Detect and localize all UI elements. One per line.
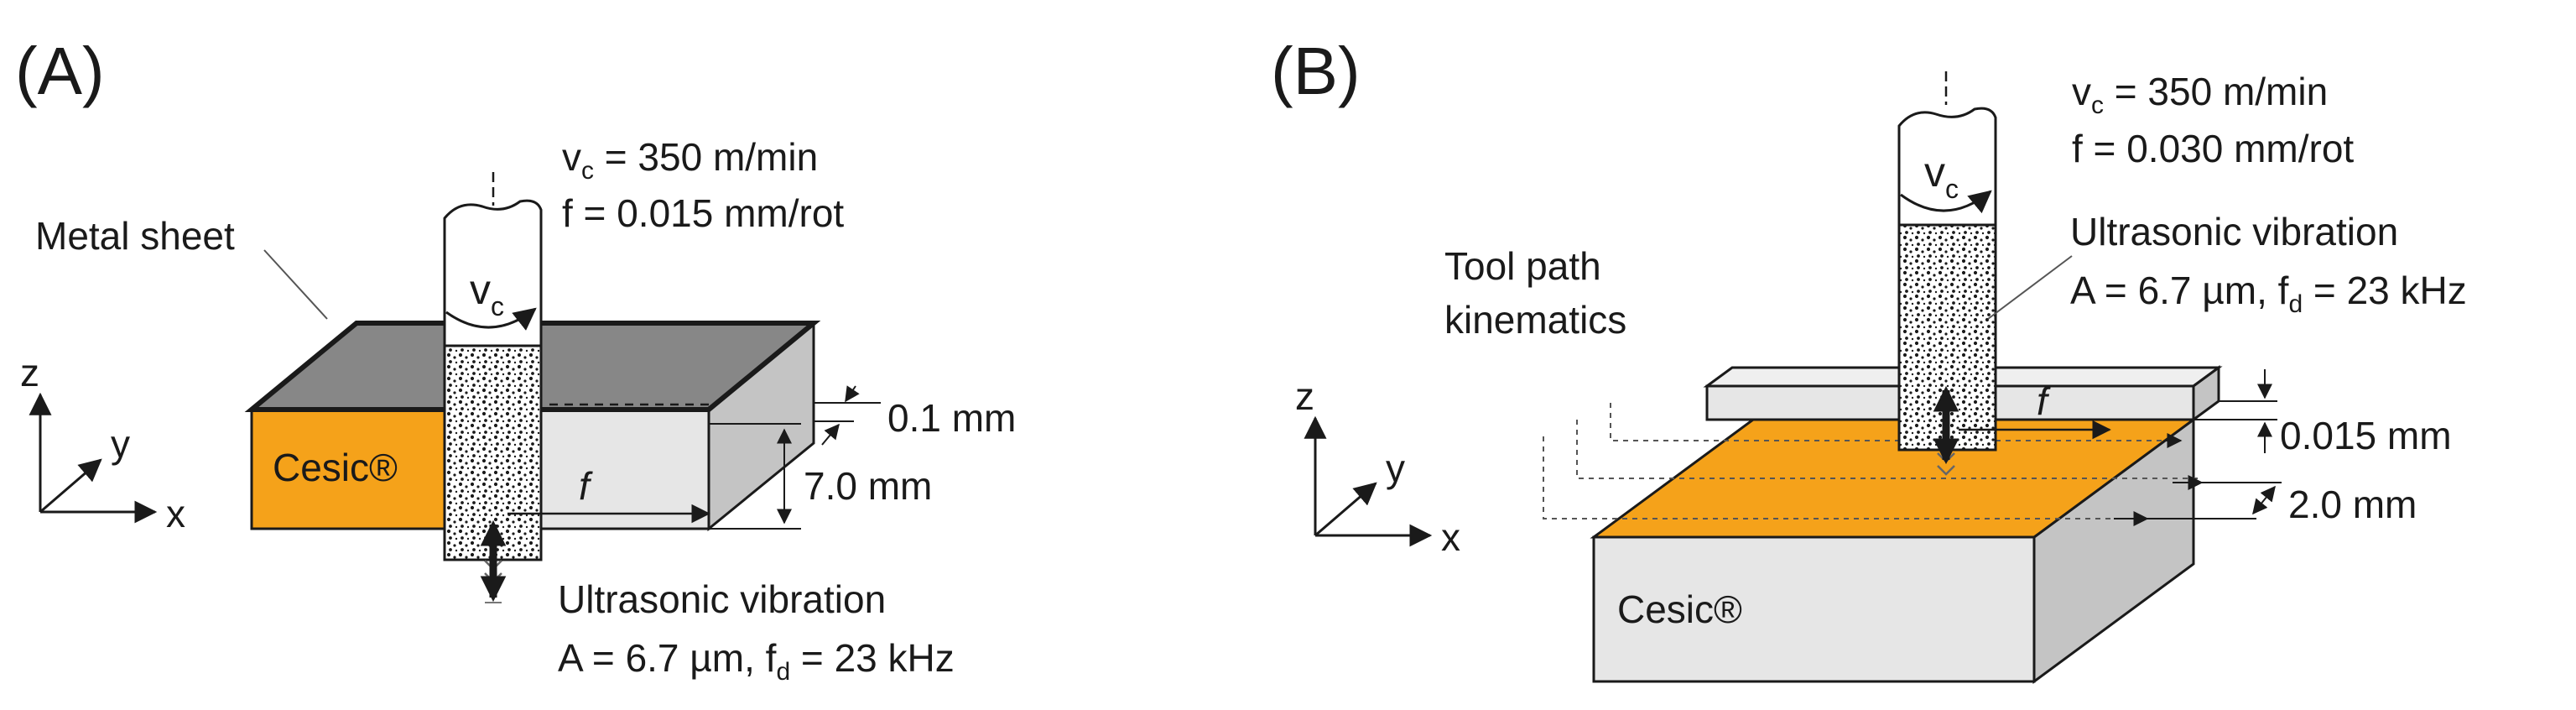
dim-sheet-label: 0.1 mm [887, 396, 1016, 440]
tool-path-3 [1543, 436, 2147, 519]
dim-depth-label: 0.015 mm [2280, 414, 2452, 457]
cesic-label-b: Cesic® [1617, 587, 1742, 631]
axis-y-label-b: y [1386, 446, 1405, 490]
feed-label-b: f [2037, 379, 2051, 423]
axis-y-label-a: y [111, 422, 130, 466]
dim-block-label: 7.0 mm [804, 464, 932, 508]
feed-label-a: f [579, 464, 593, 508]
panel-b-label: (B) [1271, 34, 1361, 108]
tool-vc-b: vc [1924, 149, 1959, 204]
dim-step-label: 2.0 mm [2288, 483, 2417, 526]
panel-a: (A) Metal sheet Cesic® vc f 0.1 mm [15, 34, 1016, 686]
rotation-arrow-b [1900, 190, 1992, 214]
tool-path-label-1: Tool path [1444, 244, 1601, 288]
param-vc-b: vc = 350 m/min [2072, 70, 2328, 119]
axis-x-label-a: x [166, 492, 185, 535]
ultrasonic-params-b: A = 6.7 µm, fd = 23 kHz [2070, 269, 2467, 318]
tool-shank-b [1897, 107, 1997, 227]
axis-y-b [1314, 482, 1377, 537]
panel-b: (B) Cesic® Tool path kinematics vc [1271, 34, 2467, 684]
param-vc-a: vc = 350 m/min [562, 135, 818, 185]
dim-sheet-arrow-bottom [821, 423, 840, 446]
tool-path-label-2: kinematics [1444, 298, 1626, 342]
axis-x-label-b: x [1441, 515, 1460, 559]
rotation-arrow-a [445, 307, 537, 331]
cesic-label-a: Cesic® [273, 446, 398, 489]
axes-b: z y x [1295, 374, 1460, 559]
ultrasonic-leader-b [1987, 255, 2073, 320]
axes-a: z y x [20, 351, 185, 535]
axis-z-label-b: z [1295, 374, 1314, 418]
panel-a-label: (A) [15, 34, 105, 108]
ultrasonic-title-b: Ultrasonic vibration [2070, 210, 2398, 253]
dim-sheet-arrow-top [845, 385, 860, 403]
dim-step-arrow [2252, 485, 2276, 515]
axis-z-label-a: z [20, 351, 39, 394]
ultrasonic-title-a: Ultrasonic vibration [558, 577, 886, 621]
axis-y-a [39, 458, 102, 514]
ultrasonic-params-a: A = 6.7 µm, fd = 23 kHz [558, 636, 955, 686]
param-feed-b: f = 0.030 mm/rot [2072, 127, 2354, 170]
metal-sheet-label: Metal sheet [35, 214, 235, 258]
tool-shank-a [443, 199, 543, 347]
param-feed-a: f = 0.015 mm/rot [562, 191, 844, 235]
tool-vc-a: vc [470, 266, 504, 321]
metal-sheet-leader [263, 249, 328, 320]
